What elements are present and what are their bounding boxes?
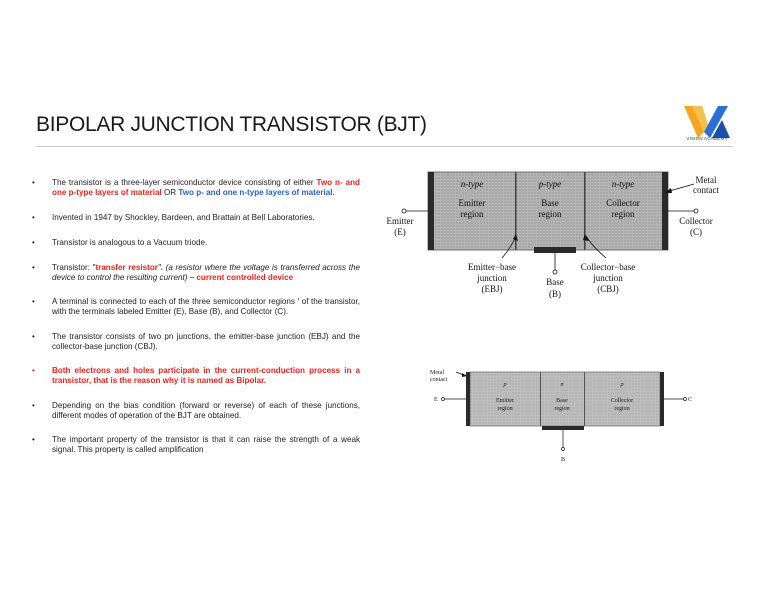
region3-sub: region [612, 209, 635, 219]
b-label: B [561, 457, 565, 463]
contact-label-2: contact [430, 377, 448, 383]
npn-structure-diagram: n-type Emitter region p-type Base region… [387, 171, 719, 299]
cbj-label-2: junction [592, 273, 623, 283]
metal-label-2: Metal [430, 370, 444, 376]
region2-type: p-type [538, 179, 562, 189]
region3-type: n-type [612, 179, 635, 189]
base-symbol: (B) [549, 289, 561, 299]
vision-academy-logo-icon [684, 106, 730, 138]
list-item: •The transistor is a three-layer semicon… [32, 178, 360, 198]
e-label: E [434, 397, 438, 403]
r1-type: p [503, 382, 507, 388]
r2-sub: region [554, 406, 569, 412]
r2-type: n [561, 382, 564, 388]
r3-type: p [620, 382, 624, 388]
list-item: •Both electrons and holes participate in… [32, 366, 360, 386]
region3-name: Collector [606, 198, 640, 208]
list-item: •Invented in 1947 by Shockley, Bardeen, … [32, 212, 315, 222]
bullet-list: •The transistor is a three-layer semicon… [30, 178, 360, 470]
logo-text: VISION ACADEMY [686, 136, 728, 141]
collector-symbol: (C) [690, 227, 702, 237]
list-item: •A terminal is connected to each of the … [32, 297, 360, 317]
metal-label: Metal [696, 175, 717, 185]
r1-sub: region [497, 406, 512, 412]
list-item: •Transistor is analogous to a Vacuum tri… [32, 238, 208, 248]
ebj-label-2: junction [476, 273, 507, 283]
title-divider [36, 146, 733, 147]
list-item: •Depending on the bias condition (forwar… [32, 400, 360, 420]
contact-label: contact [693, 185, 719, 195]
list-item: •The important property of the transisto… [32, 435, 360, 455]
cbj-label-3: (CBJ) [597, 284, 619, 294]
slide-title: BIPOLAR JUNCTION TRANSISTOR (BJT) [36, 113, 427, 136]
pnp-structure-diagram: p Emitter region n Base region p Collect… [430, 370, 692, 463]
ebj-label-1: Emitter−base [468, 262, 516, 272]
r3-name: Collector [611, 398, 633, 404]
list-item: •Transistor: "transfer resistor". (a res… [32, 262, 360, 282]
emitter-symbol: (E) [394, 227, 406, 237]
r3-sub: region [614, 406, 629, 412]
region1-sub: region [461, 209, 484, 219]
c-label: C [688, 397, 692, 403]
region1-name: Emitter [459, 198, 486, 208]
region2-sub: region [539, 209, 562, 219]
list-item: •The transistor consists of two pn junct… [32, 331, 360, 351]
ebj-label-3: (EBJ) [482, 284, 503, 294]
region2-name: Base [541, 198, 559, 208]
region1-type: n-type [461, 179, 484, 189]
emitter-label: Emitter [387, 216, 414, 226]
r1-name: Emitter [496, 398, 514, 404]
base-label: Base [546, 277, 564, 287]
cbj-label-1: Collector−base [581, 262, 636, 272]
r2-name: Base [556, 398, 568, 404]
collector-label: Collector [679, 216, 713, 226]
